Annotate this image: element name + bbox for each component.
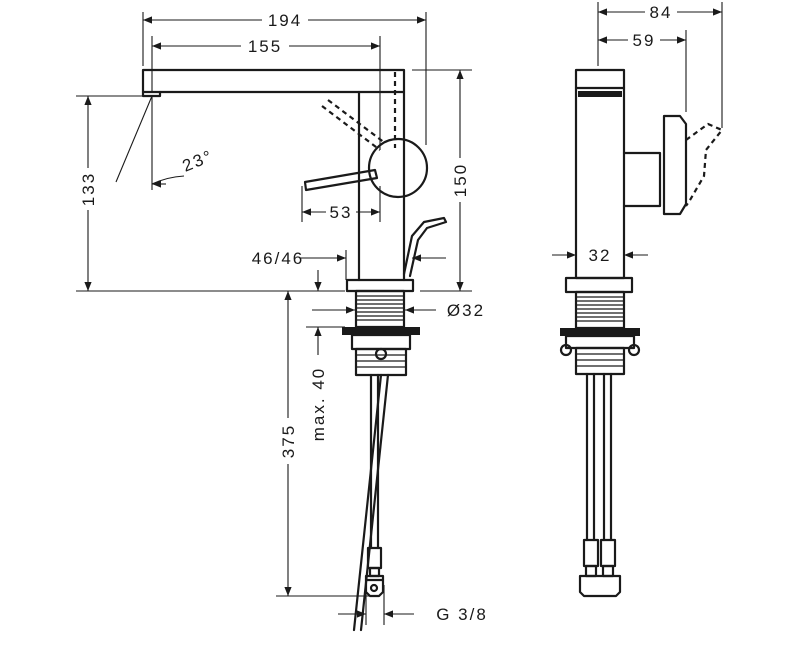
dim-body-diameter: 32 bbox=[589, 246, 612, 265]
dim-handle-offset: 53 bbox=[330, 203, 353, 222]
dim-spout-height: 133 bbox=[79, 172, 98, 206]
dim-shank-length: 375 bbox=[279, 424, 298, 458]
dim-spout-angle: 23° bbox=[180, 146, 217, 175]
side-handle-cylinder bbox=[622, 151, 662, 208]
side-lever bbox=[662, 114, 688, 216]
front-lever bbox=[303, 168, 379, 192]
side-base bbox=[564, 276, 634, 294]
side-threaded-shank bbox=[574, 290, 626, 330]
side-hose-left bbox=[585, 372, 596, 542]
dim-handle-clearance: 46/46 bbox=[252, 249, 305, 268]
dim-connection-thread: G 3/8 bbox=[436, 605, 488, 624]
dim-max-thickness: max. 40 bbox=[309, 367, 328, 441]
front-handle-knob bbox=[367, 137, 429, 199]
front-threaded-shank bbox=[354, 289, 406, 329]
dim-mount-diameter: Ø32 bbox=[447, 301, 485, 320]
front-drain-lever bbox=[402, 216, 448, 278]
dim-total-height: 150 bbox=[451, 163, 470, 197]
front-mount-plate bbox=[342, 327, 420, 335]
front-spout bbox=[141, 68, 406, 94]
front-body bbox=[357, 90, 406, 282]
dim-side-offset: 59 bbox=[633, 31, 656, 50]
dim-total-projection: 194 bbox=[268, 11, 302, 30]
side-dimensions: 84 59 32 bbox=[552, 2, 723, 265]
dim-side-depth: 84 bbox=[650, 3, 673, 22]
side-mount-plate bbox=[560, 328, 640, 336]
side-hose-right bbox=[602, 372, 613, 542]
dim-spout-reach: 155 bbox=[248, 37, 282, 56]
side-view bbox=[559, 68, 724, 598]
front-dimensions: 194 155 133 23° 150 53 46 bbox=[76, 10, 488, 625]
front-base bbox=[345, 278, 415, 293]
